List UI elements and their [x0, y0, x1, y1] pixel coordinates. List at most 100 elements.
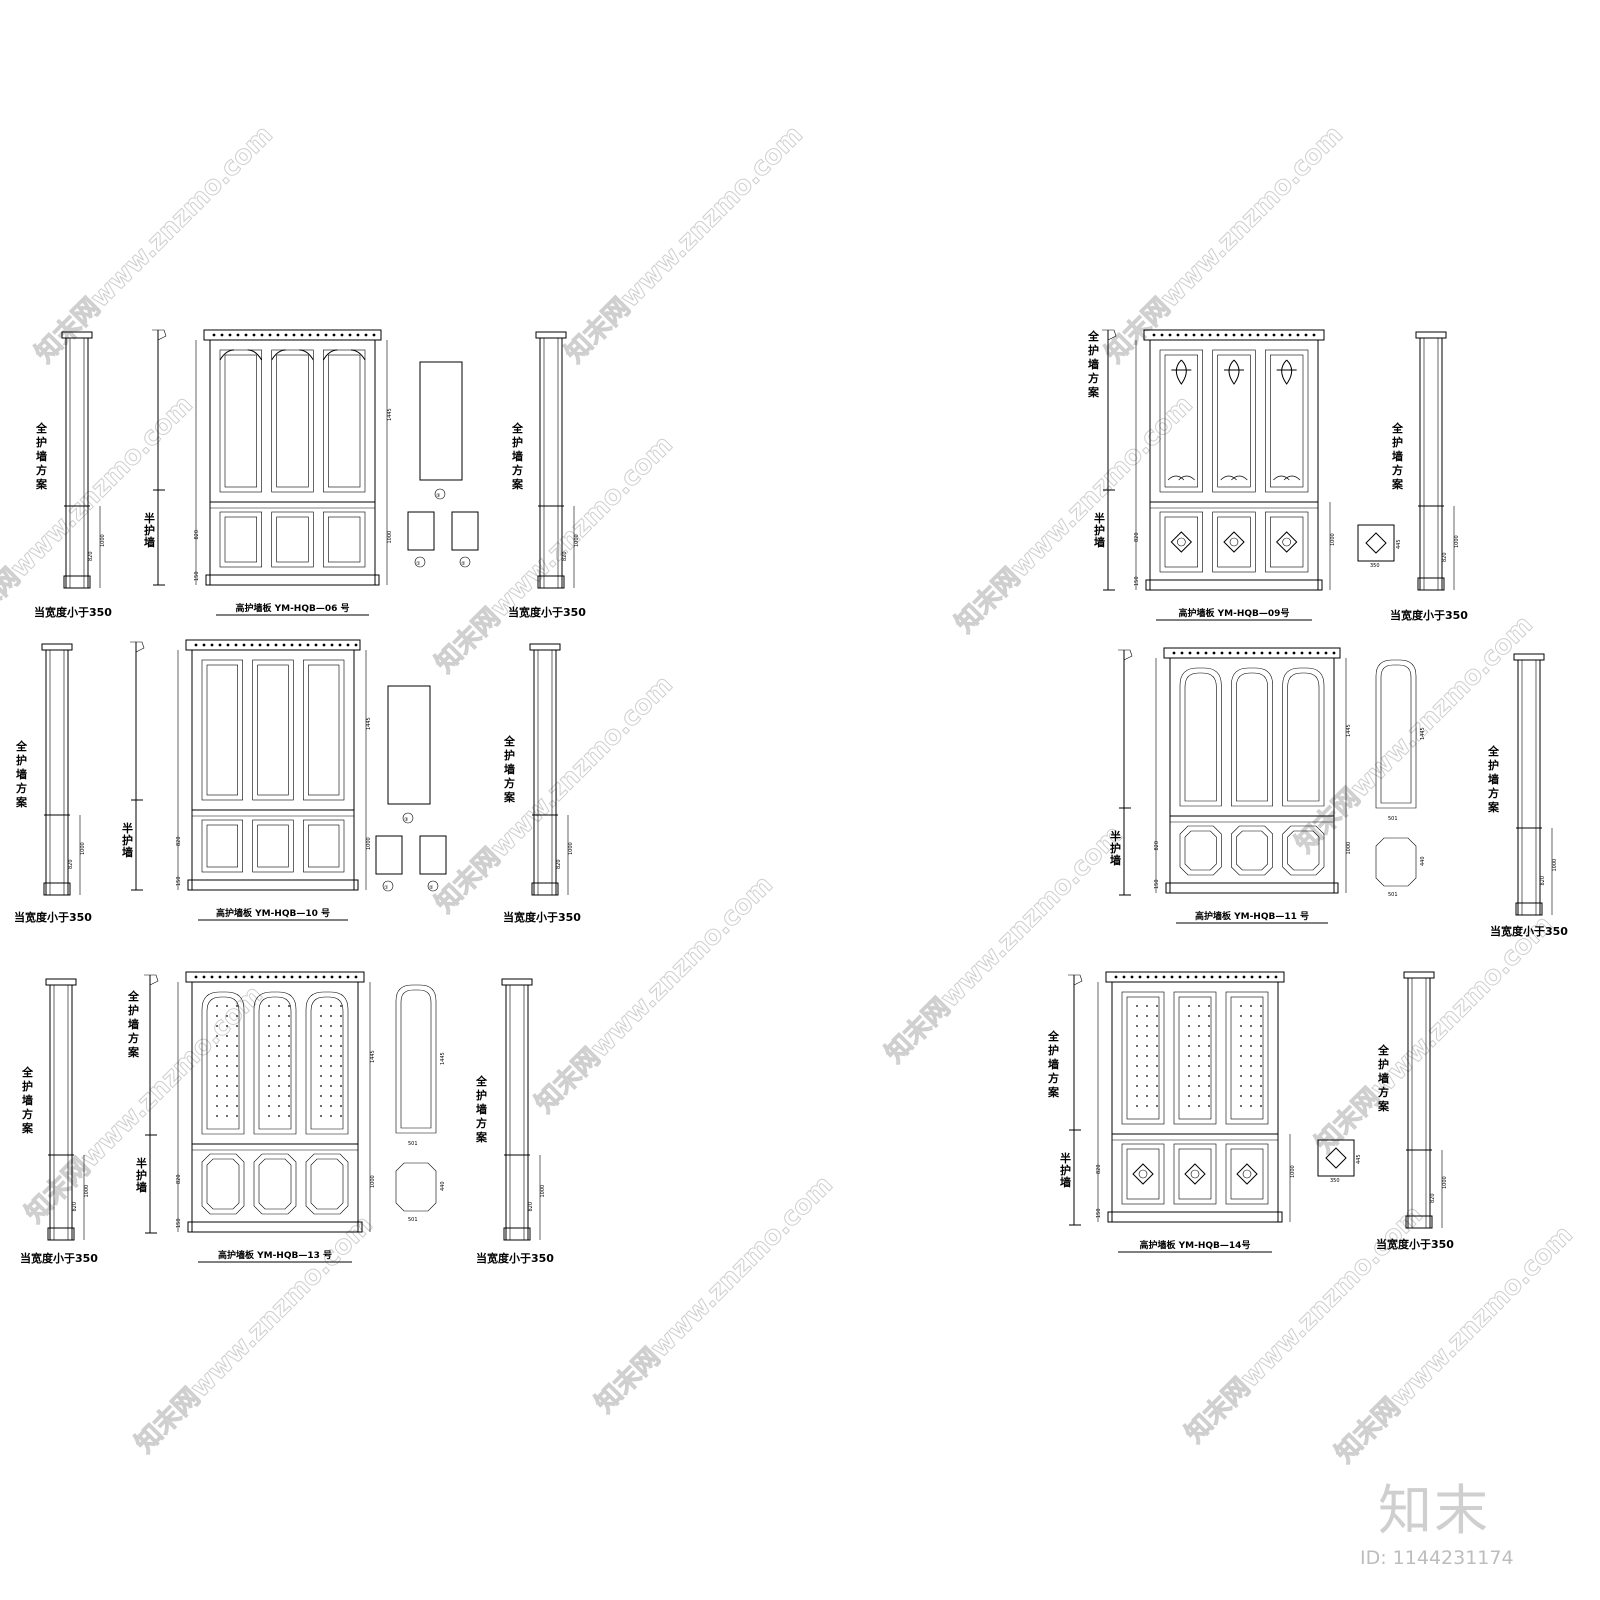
- upper-panel: [252, 659, 294, 801]
- dimension-text: 1445: [1346, 724, 1352, 737]
- quilt-button: [1250, 1045, 1252, 1047]
- lower-octagon-inner: [1287, 830, 1320, 871]
- quilt-button: [268, 1025, 270, 1027]
- lower-panel-inner: [1217, 516, 1251, 568]
- dentil: [210, 975, 214, 979]
- detail-octagon-panel: [395, 1162, 437, 1212]
- dentil: [1168, 333, 1172, 337]
- dentil: [356, 333, 360, 337]
- label-char: 案: [127, 1045, 140, 1059]
- column-cornice: [1415, 331, 1447, 339]
- label-char: 墙: [1392, 449, 1403, 463]
- dimension-text: 820: [562, 551, 568, 561]
- quilt-button: [330, 1065, 332, 1067]
- medallion-ornament: [1236, 1163, 1258, 1185]
- dentil: [1232, 333, 1236, 337]
- quilt-button: [1260, 1005, 1262, 1007]
- quilt-button: [340, 1015, 342, 1017]
- dimension-text: 1000: [1330, 533, 1336, 546]
- dimension-text: 1445: [366, 717, 372, 730]
- dimension-text: 1000: [1346, 842, 1352, 855]
- quilt-button: [320, 1005, 322, 1007]
- quilt-button: [1198, 1025, 1200, 1027]
- skirting-base: [187, 879, 359, 891]
- callout-circle: [402, 812, 414, 824]
- quilt-button: [1240, 1055, 1242, 1057]
- label-char: 墙: [22, 1093, 33, 1107]
- dimension-text: 1445: [1420, 727, 1426, 740]
- label-char: 方: [512, 463, 523, 477]
- quilt-button: [226, 1095, 228, 1097]
- quilt-button: [1198, 1045, 1200, 1047]
- dimension-text: 440: [1420, 856, 1426, 866]
- column-base: [1405, 1215, 1433, 1229]
- quilt-button: [278, 1045, 280, 1047]
- profile-cornice: [144, 974, 159, 986]
- dentil: [276, 333, 280, 337]
- half-wall-label: 半护墙: [144, 511, 155, 549]
- upper-panel-inner: [1270, 354, 1304, 488]
- label-char: 全: [35, 421, 48, 435]
- dentil: [242, 643, 246, 647]
- lower-panel-inner: [328, 516, 361, 563]
- detail-panel-small: [451, 511, 479, 551]
- dimension-text: 501: [408, 1217, 418, 1223]
- quilt-button: [1240, 1085, 1242, 1087]
- quilt-button: [1146, 1075, 1148, 1077]
- column-shaft: [45, 649, 69, 896]
- lower-panel: [1265, 511, 1309, 573]
- dentil: [298, 643, 302, 647]
- column-cornice: [1403, 971, 1435, 979]
- quilt-button: [1208, 1035, 1210, 1037]
- dentil: [1196, 651, 1200, 655]
- label-char: 护: [1048, 1043, 1059, 1057]
- lower-panel-inner: [224, 516, 257, 563]
- quilt-button: [1250, 1035, 1252, 1037]
- dimension-text: 1000: [540, 1185, 546, 1198]
- dimension-text: 820: [556, 859, 562, 869]
- skirting-base: [1165, 882, 1339, 894]
- dentil: [1122, 975, 1126, 979]
- column-base: [1417, 577, 1445, 591]
- dentil: [210, 643, 214, 647]
- quilt-button: [340, 1075, 342, 1077]
- label-char: 案: [21, 1121, 34, 1135]
- quilt-button: [340, 1085, 342, 1087]
- quilt-button: [226, 1005, 228, 1007]
- quilt-button: [278, 1115, 280, 1117]
- dentil: [1208, 333, 1212, 337]
- label-char: 护: [476, 1088, 487, 1102]
- quilt-button: [1260, 1065, 1262, 1067]
- quilt-button: [226, 1035, 228, 1037]
- dentil: [1186, 975, 1190, 979]
- label-char: 护: [22, 1079, 33, 1093]
- dentil: [1202, 975, 1206, 979]
- quilt-button: [1198, 1015, 1200, 1017]
- quilt-button: [1208, 1075, 1210, 1077]
- column-base: [63, 575, 91, 589]
- dentil: [1220, 651, 1224, 655]
- quilt-button: [330, 1105, 332, 1107]
- quilt-button: [330, 1075, 332, 1077]
- upper-panel-inner: [1178, 996, 1212, 1120]
- dimension-text: 445: [1356, 1154, 1362, 1164]
- quilt-button: [288, 1005, 290, 1007]
- quilt-button: [1208, 1005, 1210, 1007]
- dentil: [306, 643, 310, 647]
- dentil: [1180, 651, 1184, 655]
- label-char: 全: [475, 1074, 488, 1088]
- quilt-button: [1260, 1015, 1262, 1017]
- column-base: [47, 1227, 75, 1241]
- quilt-button: [1156, 1005, 1158, 1007]
- medallion-center: [1229, 537, 1239, 547]
- quilt-button: [1188, 1045, 1190, 1047]
